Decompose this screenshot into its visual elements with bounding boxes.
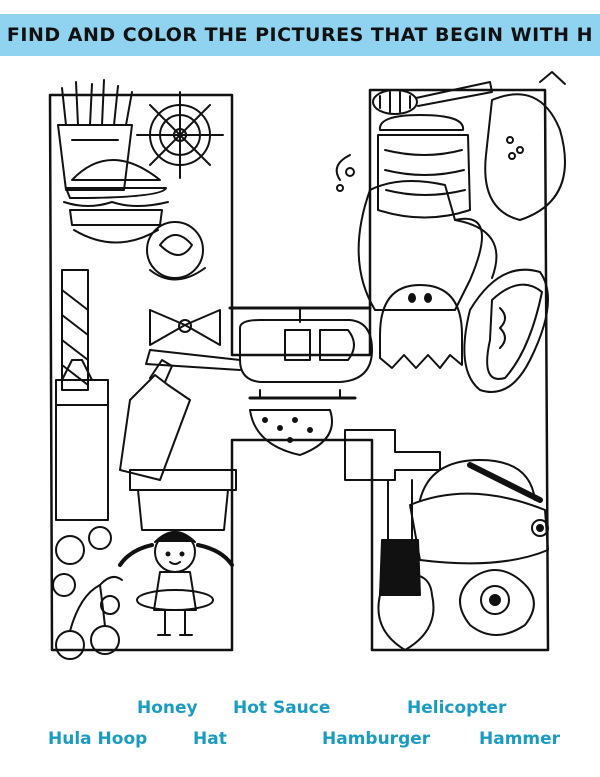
bucket-icon	[129, 469, 237, 531]
title-banner: FIND AND COLOR THE PICTURES THAT BEGIN W…	[0, 14, 600, 56]
honey-dipper-icon	[372, 81, 493, 115]
helicopter-icon	[145, 306, 373, 400]
word-hamburger: Hamburger	[322, 729, 431, 749]
hammer-icon	[344, 429, 441, 596]
word-honey: Honey	[137, 698, 198, 718]
hat-icon	[409, 459, 549, 565]
word-hot-sauce: Hot Sauce	[233, 698, 331, 718]
candy-cane-icon	[61, 269, 89, 391]
hot-sauce-icon	[55, 359, 191, 521]
ships-wheel-icon	[136, 91, 224, 179]
lemon-icon	[484, 71, 566, 221]
hula-hoop-girl-icon	[118, 531, 234, 636]
fries-icon	[57, 79, 133, 191]
letter-h-outline	[48, 88, 550, 652]
heart-icon	[377, 573, 435, 651]
word-hat: Hat	[193, 729, 227, 749]
bubbles-icon	[52, 526, 120, 615]
hamburger-icon	[63, 159, 169, 244]
letter-h-illustration	[48, 71, 566, 660]
strawberry-icon	[249, 409, 333, 456]
cherries-icon	[55, 575, 123, 660]
word-helicopter: Helicopter	[407, 698, 507, 718]
teapot-icon	[335, 154, 498, 311]
word-hula-hoop: Hula Hoop	[48, 729, 148, 749]
bow-icon	[149, 309, 221, 346]
hot-dog-icon	[463, 268, 549, 393]
honey-jar-icon	[377, 114, 471, 219]
rose-icon	[146, 221, 206, 281]
word-hammer: Hammer	[479, 729, 561, 749]
page-title: FIND AND COLOR THE PICTURES THAT BEGIN W…	[6, 24, 594, 46]
ghost-icon	[379, 284, 463, 369]
flower-icon	[459, 569, 535, 636]
